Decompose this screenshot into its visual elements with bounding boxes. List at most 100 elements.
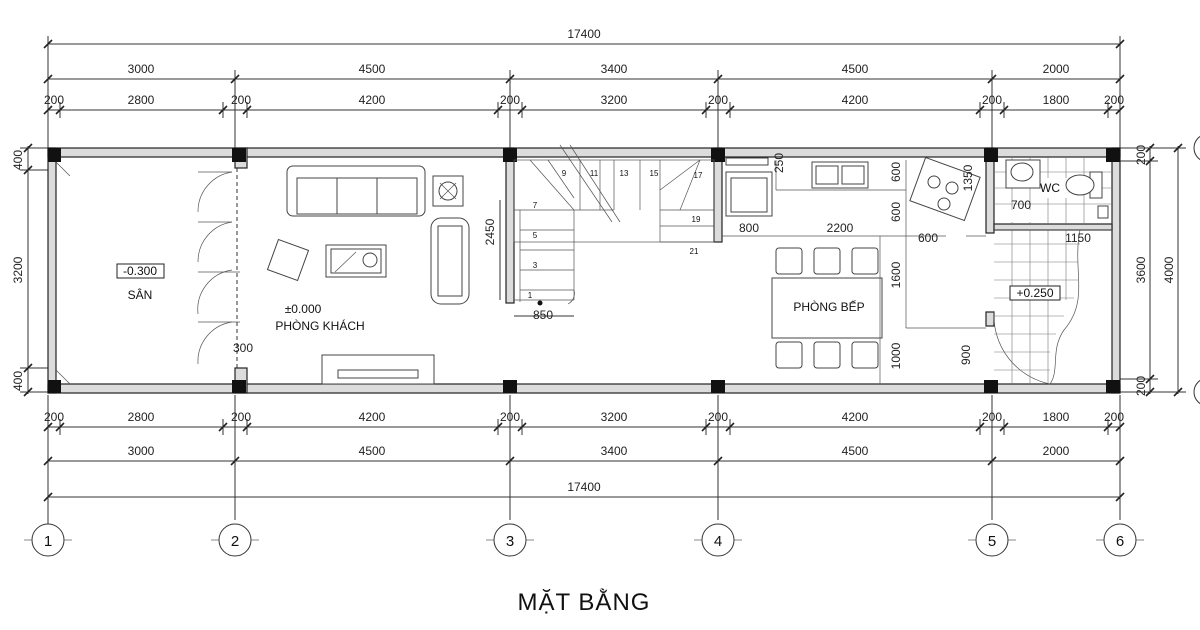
yard-level-box — [116, 263, 165, 279]
dining-table-icon — [771, 247, 883, 369]
detail-dim-top-3: 200 — [231, 93, 251, 107]
axis-dim-bottom-5: 2000 — [1043, 444, 1070, 458]
toilet-icon — [1065, 171, 1103, 199]
sofa-icon — [286, 165, 426, 217]
wc-label: WC — [1040, 181, 1060, 195]
grid-label-3: 3 — [506, 533, 514, 550]
right-dimensions: 200 3600 200 4000 — [1120, 135, 1200, 405]
kitchen: PHÒNG BẾP 250 800 2200 600 600 600 1350 … — [722, 153, 986, 384]
kitchen-dim-1000: 1000 — [889, 342, 903, 369]
stair-dim-2450: 2450 — [483, 218, 497, 245]
grid-label-1: 1 — [44, 533, 52, 550]
kitchen-dim-600c: 600 — [918, 231, 938, 245]
columns — [48, 148, 1120, 393]
stair-step-15: 15 — [650, 169, 659, 178]
detail-dim-bottom-2: 2800 — [128, 410, 155, 424]
staircase: 1 3 5 7 9 11 13 15 17 19 21 2450 850 — [483, 144, 715, 322]
kitchen-shelf-icon — [725, 157, 769, 166]
stair-step-13: 13 — [620, 169, 629, 178]
detail-dim-top-9: 200 — [982, 93, 1002, 107]
living-room-level: ±0.000 — [285, 302, 322, 316]
detail-dim-top-8: 4200 — [842, 93, 869, 107]
detail-dim-top-4: 4200 — [359, 93, 386, 107]
kitchen-dim-900: 900 — [959, 345, 973, 365]
left-dim-top: 400 — [11, 150, 25, 170]
folding-doors — [197, 171, 240, 365]
drawing-title: MẶT BẰNG — [518, 588, 651, 616]
coffee-table-icon — [325, 244, 387, 278]
tv-cabinet-icon — [321, 354, 435, 385]
detail-dim-top-2: 2800 — [128, 93, 155, 107]
kitchen-label: PHÒNG BẾP — [793, 299, 864, 314]
kitchen-dim-2200: 2200 — [827, 221, 854, 235]
detail-dim-bottom-3: 200 — [231, 410, 251, 424]
axis-dim-top-2: 4500 — [359, 62, 386, 76]
kitchen-dim-600a: 600 — [889, 162, 903, 182]
plant-icon — [432, 175, 464, 207]
bottom-dimensions: 200 2800 200 4200 200 3200 200 4200 200 … — [43, 395, 1125, 520]
stove-icon — [909, 156, 981, 222]
stair-step-3: 3 — [533, 261, 538, 270]
armchair-icon — [430, 217, 470, 305]
stair-step-9: 9 — [562, 169, 567, 178]
kitchen-dim-1350: 1350 — [961, 164, 975, 191]
yard-area: -0.300 SÂN 300 — [55, 161, 253, 385]
yard-label: SÂN — [128, 287, 153, 302]
grid-label-6: 6 — [1116, 533, 1124, 550]
stair-step-7: 7 — [533, 201, 538, 210]
detail-dim-top-10: 1800 — [1043, 93, 1070, 107]
right-dim-mid: 3600 — [1134, 256, 1148, 283]
stair-step-1: 1 — [528, 291, 533, 300]
axis-dim-top-1: 3000 — [128, 62, 155, 76]
axis-dim-bottom-4: 4500 — [842, 444, 869, 458]
kitchen-dim-600b: 600 — [889, 202, 903, 222]
detail-dim-bottom-4: 4200 — [359, 410, 386, 424]
overall-dim-bottom: 17400 — [567, 480, 601, 494]
detail-dim-bottom-1: 200 — [44, 410, 64, 424]
kitchen-dim-1600: 1600 — [889, 261, 903, 288]
washbasin-icon — [1005, 159, 1041, 189]
axis-dim-top-3: 3400 — [601, 62, 628, 76]
axis-dim-bottom-3: 3400 — [601, 444, 628, 458]
stair-step-11: 11 — [590, 169, 599, 178]
living-room: ±0.000 PHÒNG KHÁCH — [266, 165, 470, 385]
detail-dim-top-11: 200 — [1104, 93, 1124, 107]
stair-dim-850: 850 — [533, 308, 553, 322]
grid-label-5: 5 — [988, 533, 996, 550]
kitchen-dim-800: 800 — [739, 221, 759, 235]
axis-dim-top-4: 4500 — [842, 62, 869, 76]
detail-dim-top-6: 3200 — [601, 93, 628, 107]
detail-dim-bottom-9: 200 — [982, 410, 1002, 424]
axis-dim-bottom-1: 3000 — [128, 444, 155, 458]
wc-level: +0.250 — [1016, 286, 1053, 300]
stair-step-17: 17 — [694, 171, 703, 180]
axis-dim-top-5: 2000 — [1043, 62, 1070, 76]
detail-dim-top-5: 200 — [500, 93, 520, 107]
top-dimensions: 17400 3000 4500 3400 4500 2000 200 2800 … — [43, 27, 1125, 150]
detail-dim-bottom-7: 200 — [708, 410, 728, 424]
detail-dim-top-1: 200 — [44, 93, 64, 107]
door-dim-300: 300 — [233, 341, 253, 355]
axis-dim-bottom-2: 4500 — [359, 444, 386, 458]
wc-dim-1150: 1150 — [1065, 231, 1091, 245]
pouf-icon — [266, 238, 310, 282]
living-room-label: PHÒNG KHÁCH — [275, 318, 364, 333]
right-dim-bottom: 200 — [1134, 376, 1148, 396]
sink-icon — [811, 161, 869, 189]
wc-dim-700: 700 — [1011, 198, 1031, 212]
right-dim-total: 4000 — [1162, 256, 1176, 283]
floor-drain-icon — [1097, 205, 1109, 219]
detail-dim-bottom-10: 1800 — [1043, 410, 1070, 424]
stair-step-5: 5 — [533, 231, 538, 240]
overall-dim-top: 17400 — [567, 27, 601, 41]
detail-dim-top-7: 200 — [708, 93, 728, 107]
left-dim-mid: 3200 — [11, 256, 25, 283]
yard-level: -0.300 — [123, 264, 157, 278]
detail-dim-bottom-5: 200 — [500, 410, 520, 424]
left-dim-bottom: 400 — [11, 371, 25, 391]
wc-level-box — [1009, 285, 1061, 301]
detail-dim-bottom-6: 3200 — [601, 410, 628, 424]
grid-label-2: 2 — [231, 533, 239, 550]
detail-dim-bottom-11: 200 — [1104, 410, 1124, 424]
